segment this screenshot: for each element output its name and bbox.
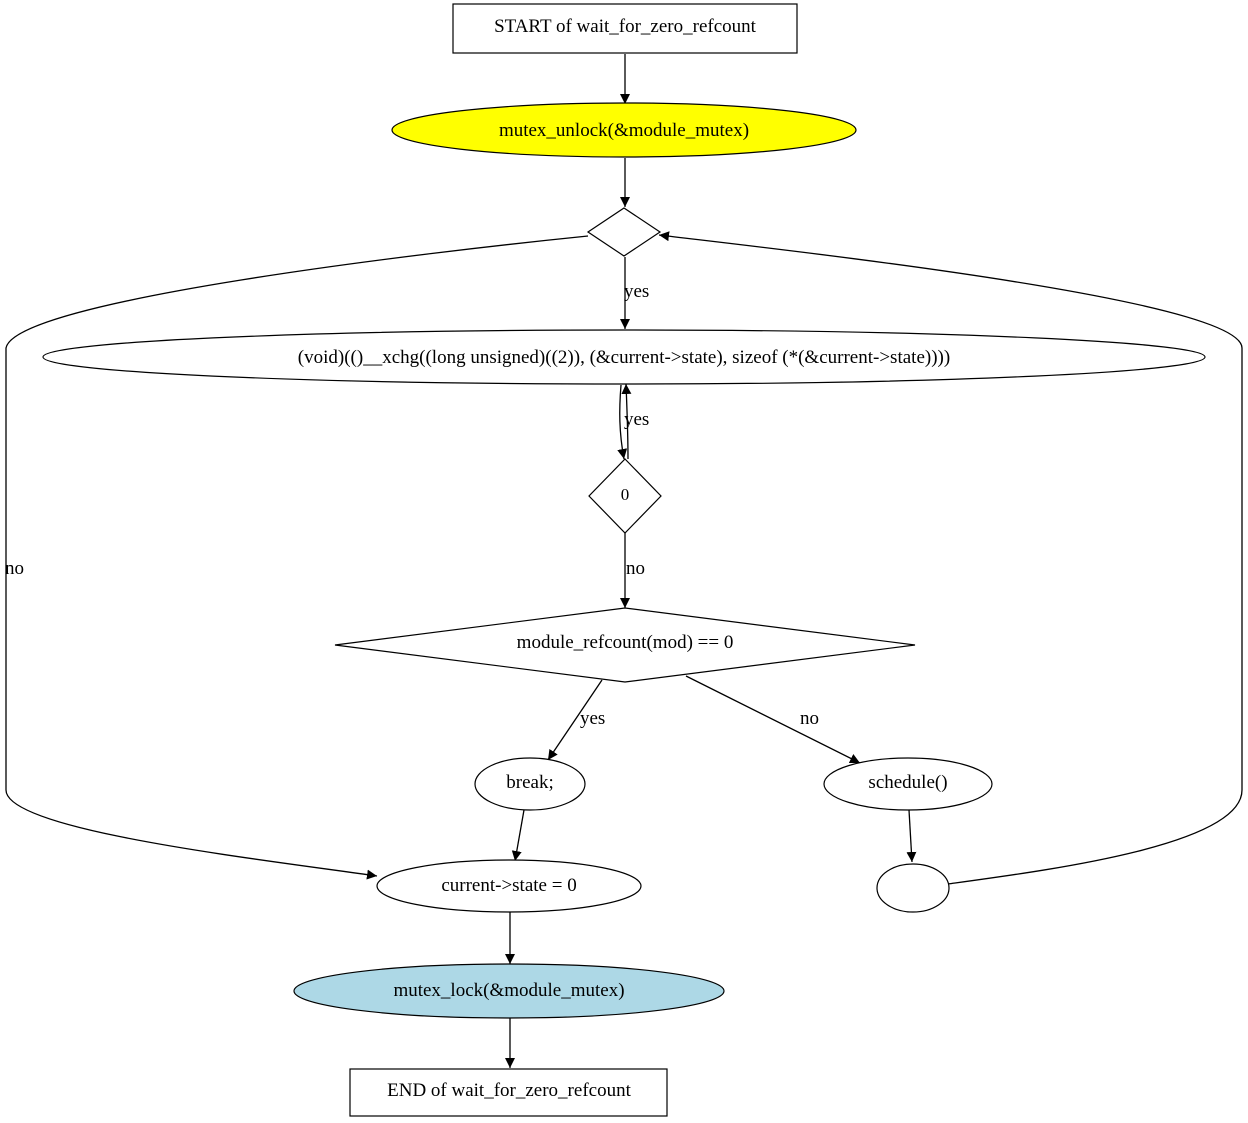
node-end: END of wait_for_zero_refcount bbox=[349, 1068, 668, 1117]
node-xchg-label: (void)(()__xchg((long unsigned)((2)), (&… bbox=[298, 347, 950, 368]
node-end-label: END of wait_for_zero_refcount bbox=[387, 1080, 631, 1101]
node-mutex-lock-shape bbox=[293, 963, 725, 1019]
node-state-zero: current->state = 0 bbox=[376, 859, 642, 913]
node-mutex-lock: mutex_lock(&module_mutex) bbox=[293, 963, 725, 1019]
edge-labels: yes no yes no yes no bbox=[5, 281, 819, 729]
edge-schedule-to-empty bbox=[906, 809, 917, 863]
edge-xchg-to-zero bbox=[617, 384, 628, 460]
node-mutex-unlock: mutex_unlock(&module_mutex) bbox=[391, 102, 857, 158]
edge-label-zero-yes: yes bbox=[624, 409, 649, 430]
edge-refcount-to-break bbox=[547, 679, 603, 761]
edges bbox=[5, 54, 1243, 1068]
node-schedule-label: schedule() bbox=[868, 772, 947, 793]
node-break-shape bbox=[474, 757, 586, 811]
node-refcount-condition: module_refcount(mod) == 0 bbox=[334, 607, 916, 683]
node-start: START of wait_for_zero_refcount bbox=[452, 3, 798, 54]
node-start-label: START of wait_for_zero_refcount bbox=[494, 16, 757, 37]
node-empty-shape bbox=[876, 863, 950, 913]
node-loop-condition-shape bbox=[586, 207, 662, 257]
node-break-label: break; bbox=[506, 772, 553, 793]
node-refcount-condition-shape bbox=[334, 607, 916, 683]
node-schedule: schedule() bbox=[823, 757, 993, 811]
node-break: break; bbox=[474, 757, 586, 811]
edge-zero-to-xchg bbox=[621, 383, 632, 460]
node-schedule-shape bbox=[823, 757, 993, 811]
node-xchg-shape bbox=[42, 329, 1206, 385]
node-zero-condition-label: 0 bbox=[621, 485, 630, 504]
node-refcount-condition-label: module_refcount(mod) == 0 bbox=[517, 632, 734, 653]
edge-label-refcount-yes: yes bbox=[580, 708, 605, 729]
edge-refcount-to-schedule bbox=[685, 675, 861, 764]
edge-break-to-state-zero bbox=[511, 809, 525, 862]
node-mutex-lock-label: mutex_lock(&module_mutex) bbox=[393, 980, 624, 1001]
node-state-zero-label: current->state = 0 bbox=[441, 875, 576, 896]
edge-label-zero-no: no bbox=[626, 558, 645, 579]
edge-empty-to-loop bbox=[658, 231, 1243, 885]
node-mutex-unlock-label: mutex_unlock(&module_mutex) bbox=[499, 120, 749, 141]
edge-label-refcount-no: no bbox=[800, 708, 819, 729]
node-start-shape bbox=[452, 3, 798, 54]
edge-label-loop-no: no bbox=[5, 558, 24, 579]
node-zero-condition: 0 bbox=[588, 458, 662, 534]
node-loop-condition bbox=[586, 207, 662, 257]
node-mutex-unlock-shape bbox=[391, 102, 857, 158]
edge-label-loop-yes: yes bbox=[624, 281, 649, 302]
node-state-zero-shape bbox=[376, 859, 642, 913]
node-end-shape bbox=[349, 1068, 668, 1117]
node-xchg: (void)(()__xchg((long unsigned)((2)), (&… bbox=[42, 329, 1206, 385]
edge-loop-to-state-zero bbox=[5, 235, 589, 880]
node-zero-condition-shape bbox=[588, 458, 662, 534]
node-empty bbox=[876, 863, 950, 913]
